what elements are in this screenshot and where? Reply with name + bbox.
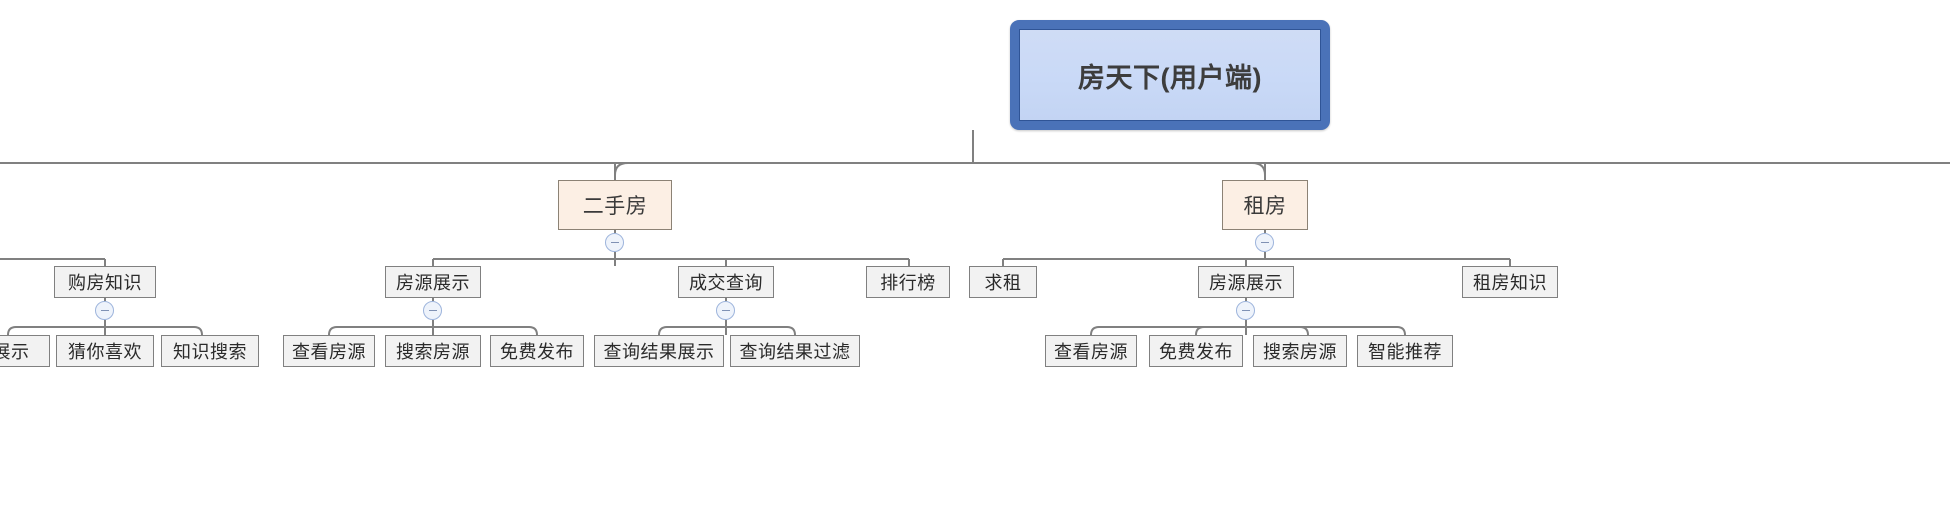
leaf-label: 查询结果过滤 [739, 342, 851, 362]
node-qiuzu[interactable]: 求租 [969, 266, 1037, 298]
node-label: 成交查询 [689, 273, 763, 293]
leaf-zhishi-sousuo[interactable]: 知识搜索 [161, 335, 259, 367]
node-zufang-zhishi[interactable]: 租房知识 [1462, 266, 1558, 298]
minus-icon [100, 309, 109, 312]
collapse-toggle-zufang[interactable] [1255, 233, 1274, 252]
minus-icon [428, 309, 437, 312]
minus-icon [721, 309, 730, 312]
leaf-label: 免费发布 [500, 342, 574, 362]
node-label: 租房知识 [1473, 273, 1547, 293]
node-fangyuan-zhanshi-ershoufang[interactable]: 房源展示 [385, 266, 481, 298]
root-node[interactable]: 房天下(用户端) [1010, 20, 1330, 130]
leaf-cainixihuan[interactable]: 猜你喜欢 [56, 335, 154, 367]
leaf-chakan-fangyuan-2[interactable]: 查看房源 [1045, 335, 1137, 367]
leaf-label: 查看房源 [1054, 342, 1128, 362]
collapse-toggle-ershoufang[interactable] [605, 233, 624, 252]
root-node-label: 房天下(用户端) [1019, 29, 1321, 121]
leaf-label: 查询结果展示 [603, 342, 715, 362]
leaf-label: 智能推荐 [1368, 342, 1442, 362]
minus-icon [1260, 241, 1269, 244]
node-label: 房源展示 [396, 273, 470, 293]
minus-icon [1241, 309, 1250, 312]
collapse-toggle-chengjiao-chaxun[interactable] [716, 301, 735, 320]
node-fangyuan-zhanshi-zufang[interactable]: 房源展示 [1198, 266, 1294, 298]
branch-node-zufang[interactable]: 租房 [1222, 180, 1308, 230]
collapse-toggle-goufang-zhishi[interactable] [95, 301, 114, 320]
leaf-label: 免费发布 [1159, 342, 1233, 362]
leaf-label: 知识搜索 [173, 342, 247, 362]
branch-node-ershoufang[interactable]: 二手房 [558, 180, 672, 230]
leaf-sousuo-fangyuan-1[interactable]: 搜索房源 [385, 335, 481, 367]
node-label: 房源展示 [1209, 273, 1283, 293]
node-goufang-zhishi[interactable]: 购房知识 [54, 266, 156, 298]
leaf-label: 搜索房源 [396, 342, 470, 362]
leaf-label: 猜你喜欢 [68, 342, 142, 362]
collapse-toggle-fangyuan-zhanshi-1[interactable] [423, 301, 442, 320]
branch-label: 二手房 [582, 195, 648, 218]
node-label: 排行榜 [880, 273, 936, 293]
node-paihangbang[interactable]: 排行榜 [866, 266, 950, 298]
leaf-zhineng-tuijian[interactable]: 智能推荐 [1357, 335, 1453, 367]
leaf-label: 展示 [0, 342, 30, 362]
leaf-label: 搜索房源 [1263, 342, 1337, 362]
leaf-chaxun-jieguo-zhanshi[interactable]: 查询结果展示 [594, 335, 724, 367]
leaf-chakan-fangyuan-1[interactable]: 查看房源 [283, 335, 375, 367]
node-label: 购房知识 [68, 273, 142, 293]
leaf-sousuo-fangyuan-2[interactable]: 搜索房源 [1253, 335, 1347, 367]
leaf-mianfei-fabu-2[interactable]: 免费发布 [1149, 335, 1243, 367]
leaf-label: 查看房源 [292, 342, 366, 362]
minus-icon [610, 241, 619, 244]
leaf-zhanshi[interactable]: 展示 [0, 335, 50, 367]
leaf-mianfei-fabu-1[interactable]: 免费发布 [490, 335, 584, 367]
node-chengjiao-chaxun[interactable]: 成交查询 [678, 266, 774, 298]
leaf-chaxun-jieguo-guolv[interactable]: 查询结果过滤 [730, 335, 860, 367]
collapse-toggle-fangyuan-zhanshi-2[interactable] [1236, 301, 1255, 320]
node-label: 求租 [984, 273, 1022, 293]
branch-label: 租房 [1243, 195, 1287, 218]
